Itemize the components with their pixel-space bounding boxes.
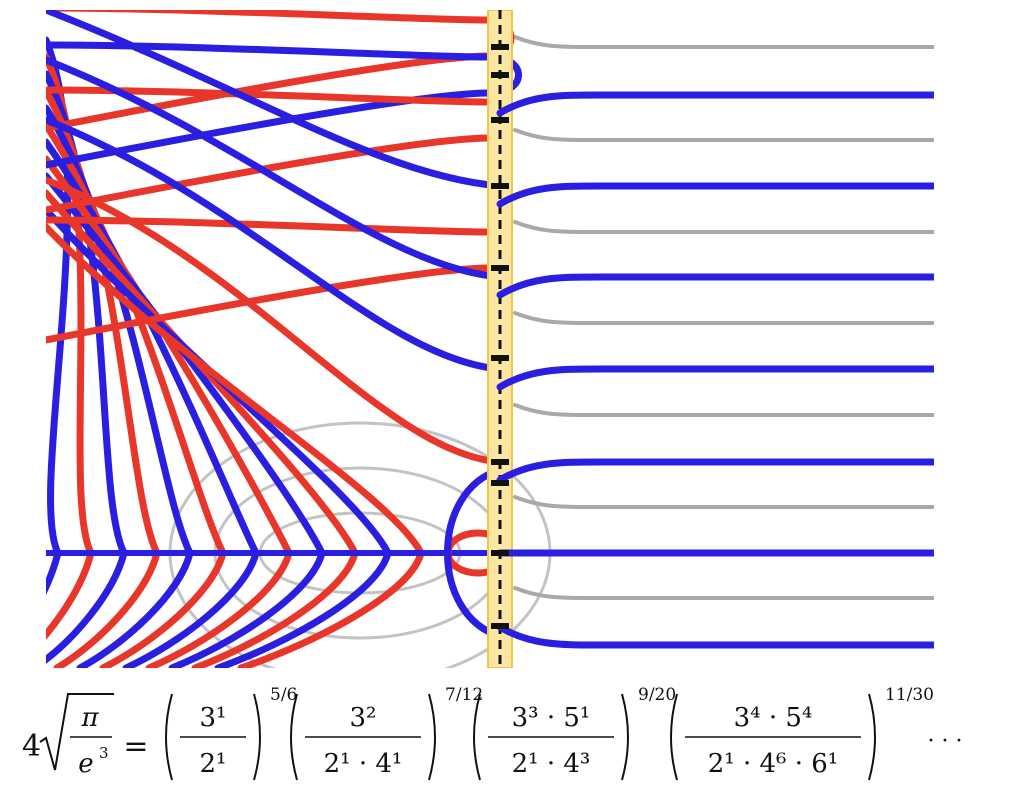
fan-contour-lower (191, 549, 359, 668)
crossing-marker (491, 265, 509, 271)
crossing-marker (491, 623, 509, 629)
lhs-numerator: π (80, 703, 99, 733)
fan-contour-lower (237, 549, 425, 668)
fan-contour-upper (46, 172, 326, 557)
crossing-marker (491, 480, 509, 486)
factor-denominator-3: 2¹ · 4³ (512, 749, 591, 779)
factor-numerator-1: 3¹ (200, 703, 227, 733)
diagonal-contour (46, 116, 504, 373)
fan-contour-lower (76, 549, 194, 668)
fan-contour-lower (46, 549, 95, 640)
fan-contour-lower (46, 549, 128, 664)
fan-contour-lower (168, 549, 326, 668)
diagonal-contour (46, 10, 504, 190)
fan-contour-lower (53, 549, 161, 668)
left-paren (165, 693, 173, 781)
fan-contour-lower (145, 549, 293, 668)
factor-exponent-3: 9/20 (638, 685, 676, 705)
factor-numerator-4: 3⁴ · 5⁴ (734, 703, 813, 733)
blue-contour-right (496, 458, 934, 484)
crossing-marker (491, 117, 509, 123)
gray-contour-right (513, 128, 934, 142)
fan-contour-upper (46, 121, 227, 557)
fan-contour-lower (122, 549, 260, 668)
crossing-marker (491, 459, 509, 465)
lhs-coefficient: 4 (22, 729, 41, 764)
diagonal-contour (46, 56, 504, 281)
fan-contour-upper (46, 223, 425, 557)
fan-contour-upper (46, 104, 194, 557)
factor-numerator-2: 3² (350, 703, 377, 733)
factor-denominator-2: 2¹ · 4¹ (324, 749, 403, 779)
lhs-denominator-exponent: 3 (99, 744, 109, 762)
crossing-marker (491, 355, 509, 361)
factor-exponent-1: 5/6 (270, 685, 297, 705)
contour-plot (46, 10, 934, 668)
factor-numerator-3: 3³ · 5¹ (512, 703, 591, 733)
right-paren (868, 693, 876, 781)
factor-denominator-1: 2¹ (200, 749, 227, 779)
blue-contour-right (496, 623, 934, 649)
blue-contour-right (496, 91, 934, 117)
blue-arc-contour (444, 466, 504, 640)
blue-contour-right (496, 273, 934, 299)
factor-denominator-4: 2¹ · 4⁶ · 6¹ (708, 749, 838, 779)
right-paren (428, 693, 436, 781)
loop-contour (46, 41, 522, 169)
ellipsis: · · · (928, 729, 963, 754)
diagonal-contour (46, 176, 504, 466)
left-paren (290, 693, 298, 781)
fan-contour-lower (214, 549, 392, 668)
gray-contour-right (513, 35, 934, 49)
gray-contour-right (513, 586, 934, 600)
right-paren (253, 693, 261, 781)
lhs-denominator-base: e (78, 749, 93, 779)
fan-contour-lower (99, 549, 227, 668)
left-contours (46, 10, 523, 668)
gray-contour-right (513, 403, 934, 417)
sqrt-sign (39, 693, 114, 771)
crossing-marker (491, 72, 509, 78)
left-paren (670, 693, 678, 781)
zero-markers (491, 44, 509, 629)
fan-contour-upper (46, 206, 392, 557)
blue-contour-right (496, 182, 934, 208)
crossing-marker (491, 183, 509, 189)
gray-contour-right (513, 495, 934, 509)
blue-contour-right (496, 365, 934, 391)
right-paren (621, 693, 629, 781)
factor-exponent-4: 11/30 (885, 685, 934, 705)
crossing-marker (491, 44, 509, 50)
fan-contour-upper (46, 189, 359, 557)
equals-sign: = (123, 729, 148, 764)
gray-contour-right (513, 220, 934, 234)
left-paren (473, 693, 481, 781)
crossing-marker (491, 550, 509, 556)
fan-contour-lower (46, 549, 62, 595)
factor-exponent-2: 7/12 (445, 685, 483, 705)
gray-contour-right (513, 311, 934, 325)
right-contours (496, 91, 934, 649)
